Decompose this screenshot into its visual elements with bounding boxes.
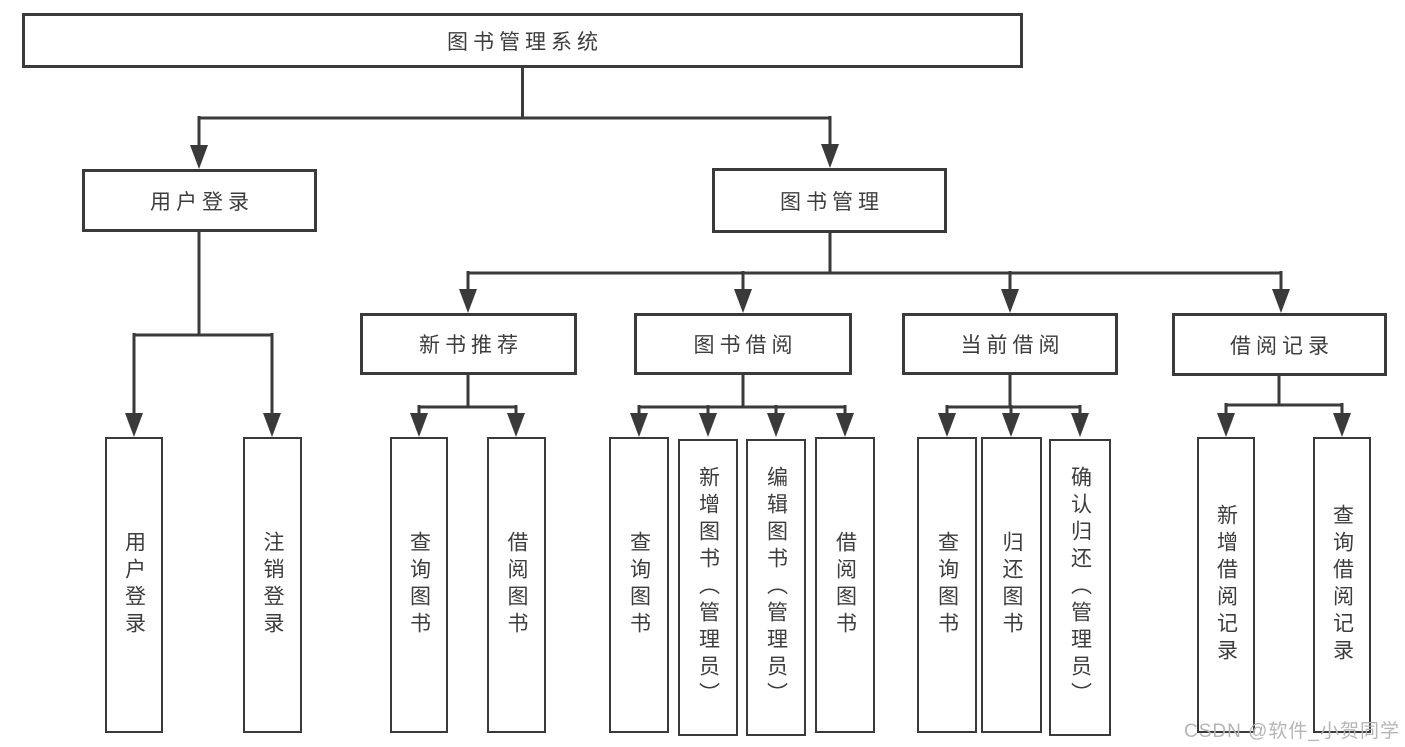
- leaf-query-books-recommend-label: 查询图书: [407, 531, 431, 639]
- leaf-logout-label: 注销登录: [261, 531, 284, 639]
- leaf-add-borrow-record-label: 新增借阅记录: [1214, 504, 1238, 666]
- leaf-query-books-borrowing-label: 查询图书: [627, 531, 651, 639]
- node-user-login: 用户登录: [82, 169, 317, 232]
- node-borrow-records-label: 借阅记录: [1230, 334, 1334, 358]
- watermark: CSDN @软件_小贺同学: [1184, 721, 1400, 742]
- node-book-management-label: 图书管理: [780, 190, 884, 214]
- node-user-login-label: 用户登录: [150, 190, 254, 214]
- node-library-management-system-label: 图书管理系统: [447, 30, 603, 54]
- leaf-borrow-books-recommend: 借阅图书: [487, 437, 546, 733]
- node-book-borrowing-label: 图书借阅: [693, 334, 798, 357]
- leaf-edit-book-admin-label: 编辑图书（管理员）: [764, 466, 788, 709]
- node-new-book-recommend: 新书推荐: [360, 313, 577, 375]
- leaf-logout: 注销登录: [243, 437, 302, 733]
- node-borrow-records: 借阅记录: [1172, 313, 1387, 376]
- node-current-borrowing-label: 当前借阅: [960, 334, 1065, 357]
- leaf-borrow-books-recommend-label: 借阅图书: [505, 531, 528, 639]
- node-current-borrowing: 当前借阅: [902, 313, 1118, 375]
- leaf-query-borrow-record-label: 查询借阅记录: [1330, 504, 1354, 666]
- leaf-confirm-return-admin-label: 确认归还（管理员）: [1068, 466, 1092, 709]
- node-new-book-recommend-label: 新书推荐: [419, 334, 523, 357]
- leaf-query-books-current-label: 查询图书: [935, 531, 959, 639]
- leaf-return-books: 归还图书: [981, 437, 1042, 733]
- leaf-user-login-label: 用户登录: [122, 531, 146, 639]
- leaf-borrow-books: 借阅图书: [815, 437, 875, 733]
- node-book-borrowing: 图书借阅: [634, 313, 852, 375]
- leaf-add-book-admin: 新增图书（管理员）: [678, 439, 738, 736]
- leaf-add-borrow-record: 新增借阅记录: [1197, 437, 1255, 733]
- leaf-query-borrow-record: 查询借阅记录: [1313, 437, 1371, 733]
- leaf-edit-book-admin: 编辑图书（管理员）: [746, 439, 806, 736]
- leaf-query-books-current: 查询图书: [917, 437, 977, 733]
- leaf-borrow-books-label: 借阅图书: [833, 531, 857, 639]
- node-book-management: 图书管理: [712, 168, 947, 233]
- node-library-management-system: 图书管理系统: [22, 13, 1023, 68]
- leaf-query-books-borrowing: 查询图书: [609, 437, 669, 733]
- leaf-user-login: 用户登录: [105, 437, 163, 733]
- leaf-add-book-admin-label: 新增图书（管理员）: [696, 466, 720, 709]
- leaf-query-books-recommend: 查询图书: [390, 437, 448, 733]
- leaf-return-books-label: 归还图书: [1000, 531, 1023, 639]
- arrowhead-icons: [125, 144, 1351, 437]
- leaf-confirm-return-admin: 确认归还（管理员）: [1049, 439, 1111, 736]
